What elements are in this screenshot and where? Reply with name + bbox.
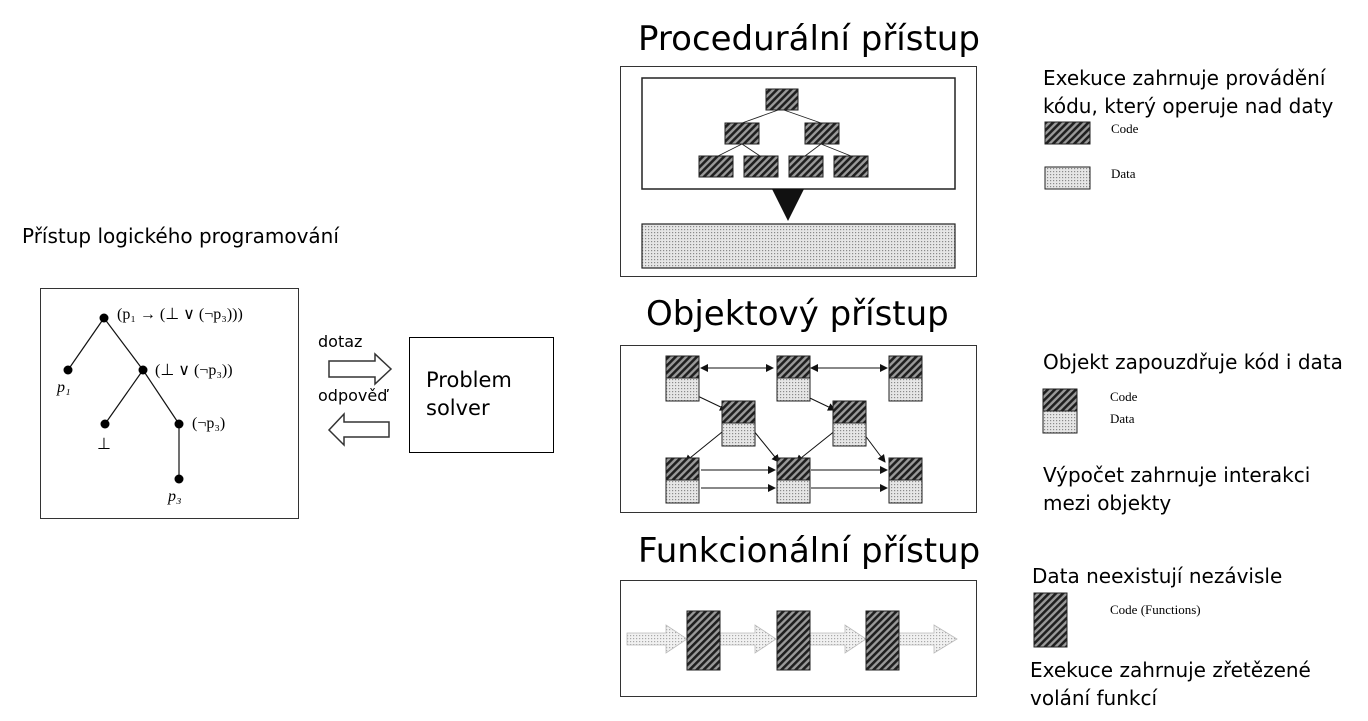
- tree-node-root: [99, 313, 109, 323]
- legend-data-swatch: [1044, 166, 1091, 190]
- tree-node-p1: [63, 365, 73, 375]
- code-block: [833, 155, 869, 178]
- data-flow-arrow: [719, 624, 777, 654]
- problem-solver-label: Problem solver: [426, 368, 512, 420]
- procedural-diagram: [620, 66, 977, 277]
- tree-label-not-p3: (¬p₃): [192, 415, 226, 432]
- procedural-legend-data: Data: [1111, 166, 1136, 181]
- tree-node-or: [138, 365, 148, 375]
- tree-node-not-p3: [174, 419, 184, 429]
- code-block: [804, 122, 840, 145]
- object-node: [888, 457, 923, 504]
- object-node: [721, 400, 756, 447]
- object-interaction-note: Výpočet zahrnuje interakci mezi objekty: [1043, 463, 1311, 515]
- formula-tree: [63, 313, 184, 484]
- procedural-description: Exekuce zahrnuje provádění kódu, který o…: [1043, 66, 1334, 118]
- tree-label-p1: p₁: [57, 379, 71, 396]
- object-diagram: [620, 345, 977, 513]
- functional-diagram: [620, 580, 977, 697]
- tree-label-bottom: ⊥: [97, 436, 111, 453]
- query-arrow: [328, 352, 393, 386]
- tree-label-or: (⊥ ∨ (¬p₃)): [155, 362, 233, 379]
- data-flow-arrow: [626, 624, 688, 654]
- object-svg: [665, 355, 923, 504]
- query-label: dotaz: [318, 332, 363, 351]
- object-node: [888, 355, 923, 402]
- function-block: [776, 610, 811, 671]
- data-block: [641, 223, 956, 269]
- data-flow-arrow: [898, 624, 958, 654]
- procedural-title: Procedurální přístup: [638, 19, 980, 59]
- function-block: [865, 610, 900, 671]
- object-node: [832, 400, 867, 447]
- tree-node-bottom: [100, 419, 110, 429]
- code-block: [724, 122, 760, 145]
- logic-heading: Přístup logického programování: [22, 224, 339, 248]
- code-block: [765, 88, 799, 111]
- code-block: [743, 155, 779, 178]
- data-flow-arrow: [809, 624, 867, 654]
- formula-tree-panel: (p₁ → (⊥ ∨ (¬p₃))) p₁ (⊥ ∨ (¬p₃)) ⊥ (¬p₃…: [40, 288, 299, 519]
- object-legend-code: Code: [1110, 389, 1138, 404]
- tree-node-p3: [174, 474, 184, 484]
- code-block: [698, 155, 734, 178]
- legend-code-swatch: [1044, 121, 1091, 145]
- object-node: [665, 457, 700, 504]
- answer-arrow: [327, 412, 390, 447]
- functional-svg: [626, 610, 958, 671]
- object-title: Objektový přístup: [646, 294, 949, 334]
- procedural-legend-code: Code: [1111, 121, 1139, 136]
- object-node: [776, 355, 811, 402]
- code-block: [788, 155, 824, 178]
- function-block: [686, 610, 721, 671]
- tree-label-root: (p₁ → (⊥ ∨ (¬p₃))): [117, 306, 243, 323]
- problem-solver-box: Problem solver: [409, 337, 554, 453]
- functional-title: Funkcionální přístup: [638, 531, 981, 571]
- object-legend-data: Data: [1110, 411, 1135, 426]
- functional-execution-note: Exekuce zahrnuje zřetězené volání funkcí: [1030, 658, 1311, 710]
- functional-legend-code: Code (Functions): [1110, 602, 1201, 617]
- tree-label-p3: p₃: [168, 488, 182, 505]
- functional-description: Data neexistují nezávisle: [1032, 564, 1283, 588]
- object-description: Objekt zapouzdřuje kód i data: [1043, 350, 1343, 374]
- object-node: [665, 355, 700, 402]
- answer-label: odpověď: [318, 386, 388, 405]
- object-node: [776, 457, 811, 504]
- procedural-svg: [641, 77, 956, 269]
